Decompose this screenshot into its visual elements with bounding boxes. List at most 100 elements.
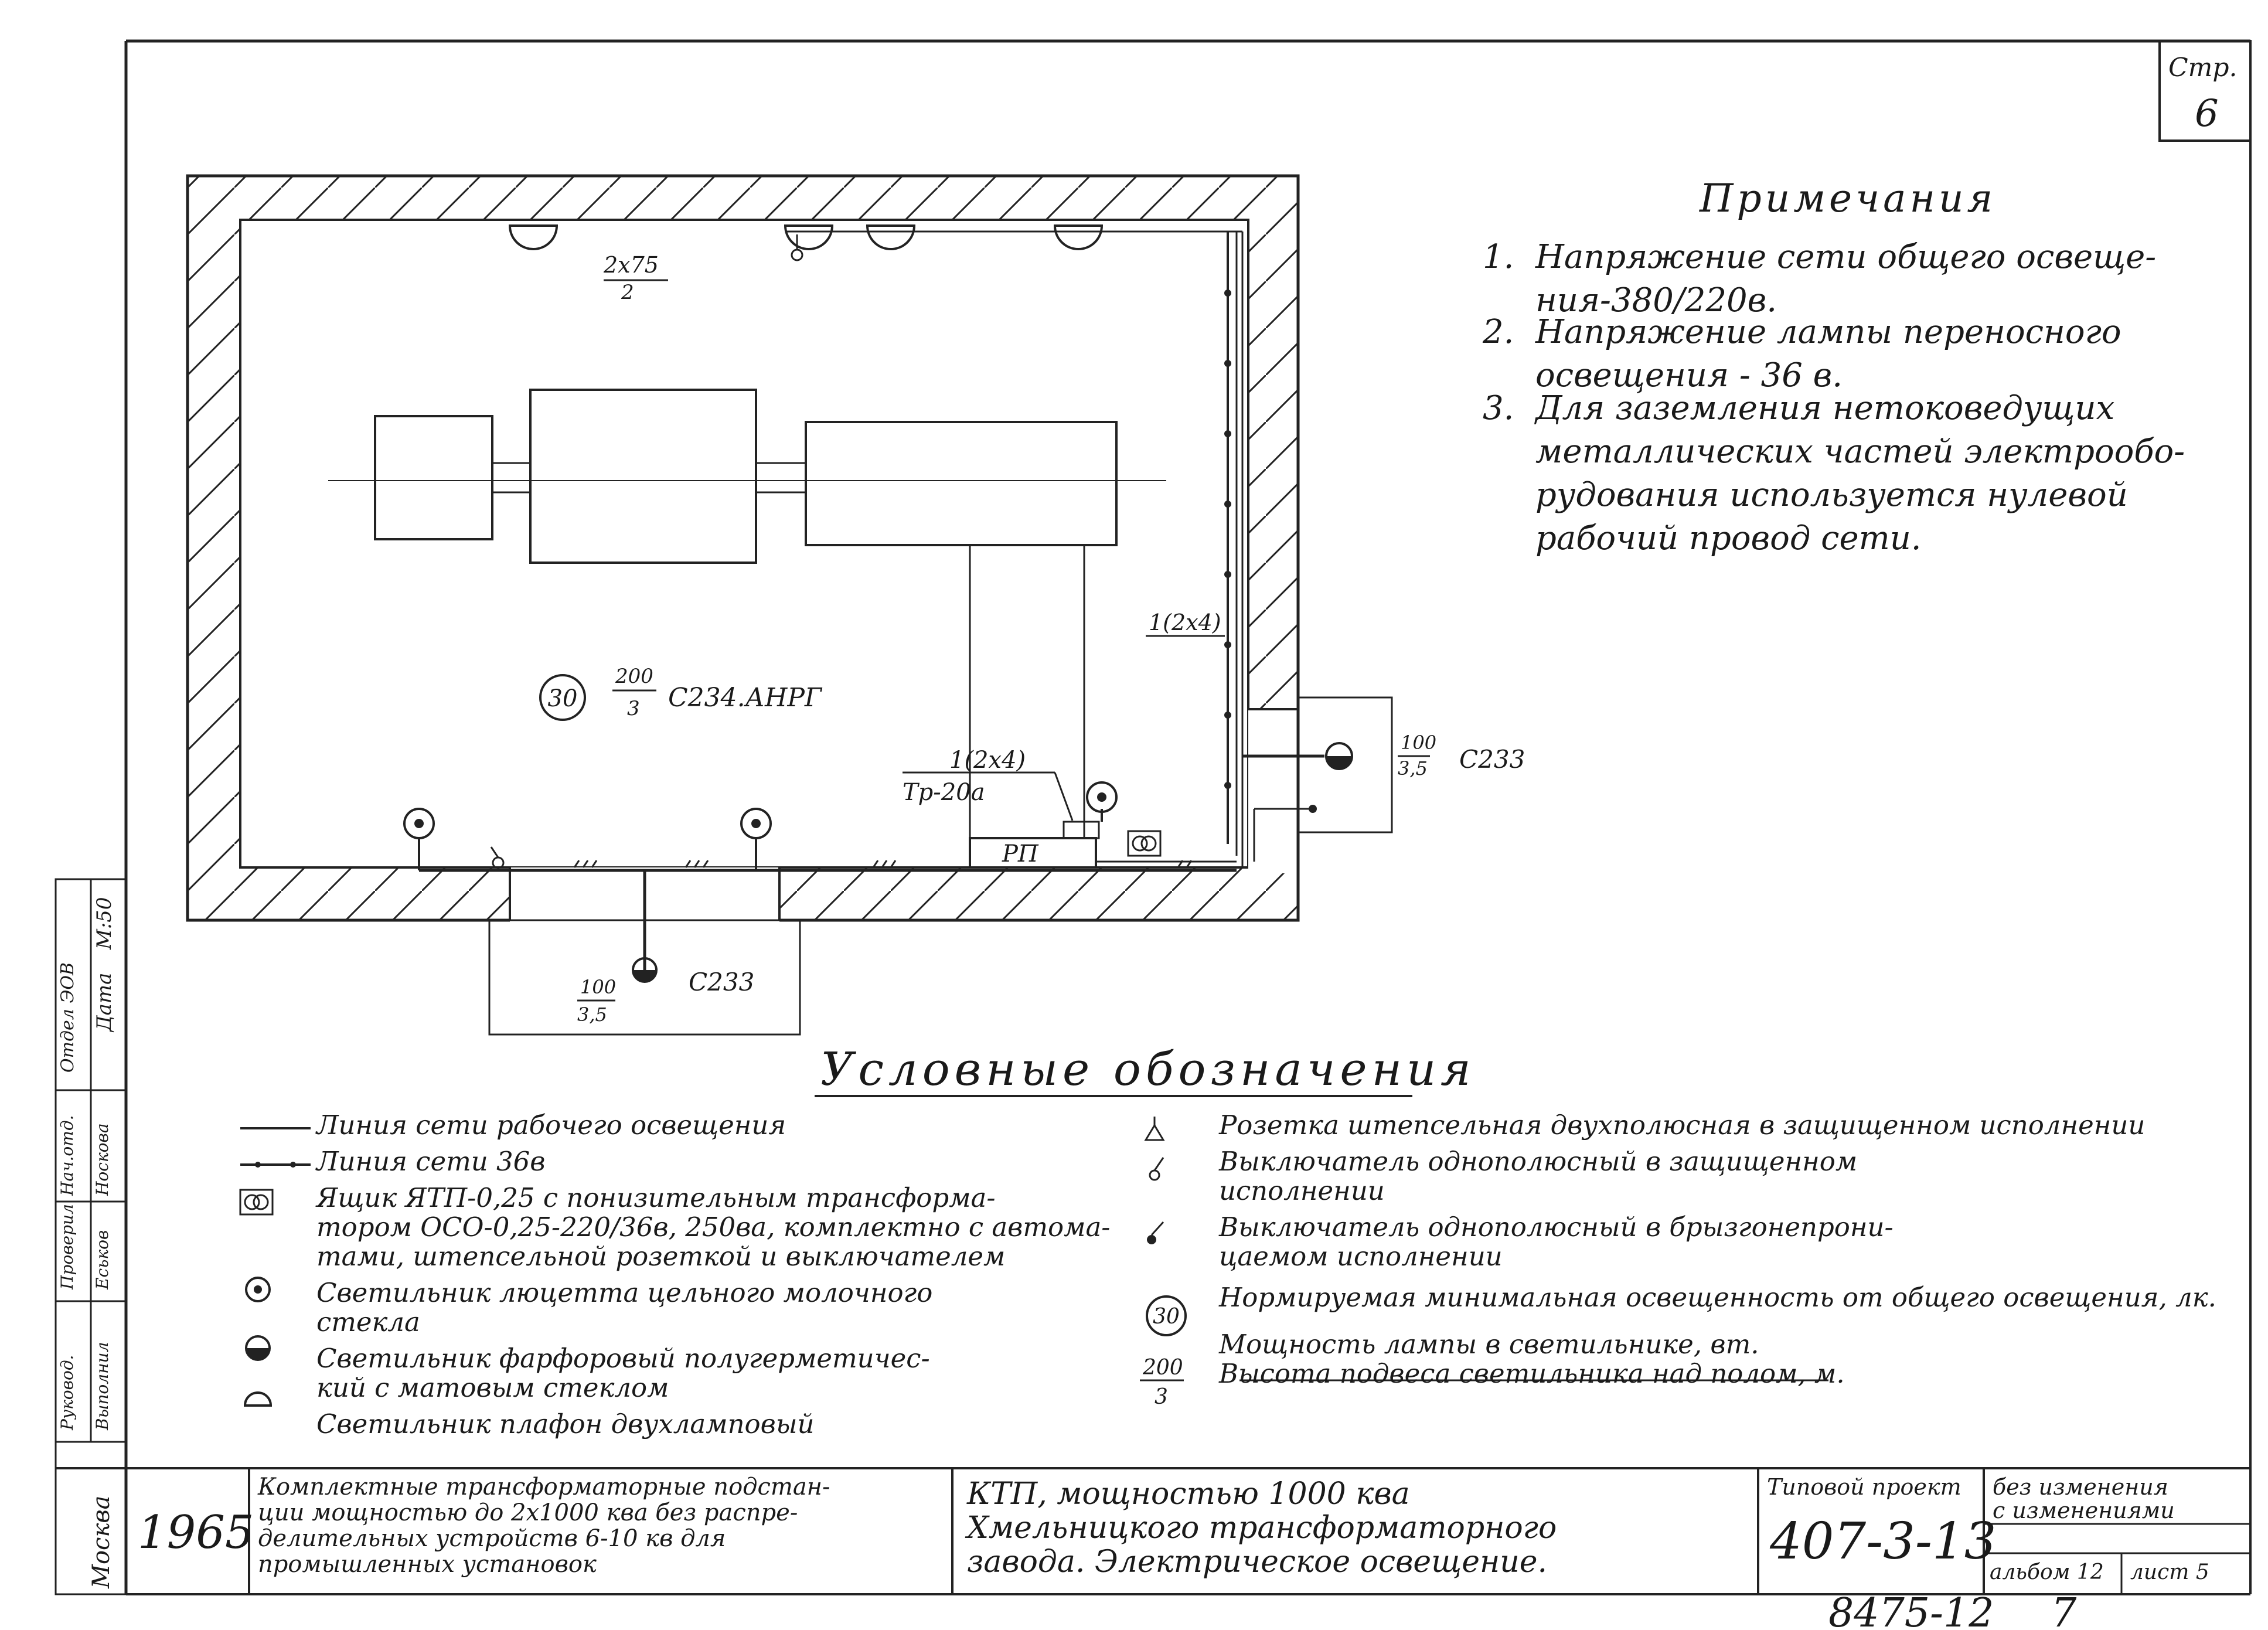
wire-center-label: 1(2х4): [949, 747, 1026, 774]
bottom-titleblock: [56, 1467, 2250, 1594]
building-walls: [186, 174, 1393, 1036]
project-number: 407-3-13: [1770, 1512, 1997, 1571]
side-cell-date: Дата: [93, 972, 116, 1032]
legend-fraction-bottom: 3: [1155, 1385, 1168, 1409]
lucetta-lamp-icon: [245, 1277, 271, 1302]
legend-item: Линия сети 36в: [234, 1147, 1113, 1176]
side-cell-city: Москва: [88, 1495, 115, 1588]
load-top-height: 2: [621, 281, 634, 304]
project-label: Типовой проект: [1767, 1474, 1961, 1500]
note-2-line-2: освещения - 36 в.: [1535, 356, 1843, 394]
title-line: КТП, мощностью 1000 ква: [967, 1476, 1410, 1512]
legend-text: Розетка штепсельная двухполюсная в защищ…: [1219, 1110, 2146, 1141]
series-line: ции мощностью до 2х1000 ква без распре-: [258, 1499, 798, 1526]
legend-item: Светильник люцетта цельного молочного ст…: [234, 1278, 1113, 1337]
legend-text: Линия сети 36в: [316, 1146, 546, 1177]
change-none: без изменения: [1993, 1474, 2168, 1500]
wiring-36v: [1224, 232, 1244, 867]
legend-item: Ящик ЯТП-0,25 с понизительным трансформа…: [234, 1183, 1113, 1271]
page-number: 6: [2195, 92, 2219, 135]
notes-title: Примечания: [1700, 176, 1997, 221]
side-cell-head: Нач.отд.: [57, 1115, 77, 1196]
legend-symbols-left: [239, 1127, 311, 1407]
legend-text: тором ОСО-0,25-220/36в, 250ва, комплектн…: [316, 1212, 1111, 1243]
legend-text: Линия сети рабочего освещения: [316, 1110, 786, 1141]
title-line: Хмельницкого трансформаторного: [967, 1510, 1557, 1546]
lamp-right-height: 3,5: [1398, 757, 1428, 780]
legend-item: Светильник плафон двухламповый: [234, 1410, 1113, 1439]
side-cell-scale: М:50: [93, 897, 116, 950]
panel-label: РП: [1002, 840, 1039, 867]
series-description: Комплектные трансформаторные подстан- ци…: [258, 1474, 830, 1577]
legend-item: Светильник фарфоровый полугерметичес- ки…: [234, 1344, 1113, 1403]
sheet-number: лист 5: [2130, 1560, 2209, 1584]
side-cell-dept: Отдел ЭОВ: [57, 962, 78, 1073]
legend-text: тами, штепсельной розеткой и выключателе…: [316, 1241, 1006, 1272]
legend-text: Светильник фарфоровый полугерметичес-: [316, 1343, 930, 1374]
ceiling-lamps: [508, 224, 1242, 261]
series-line: Комплектные трансформаторные подстан-: [258, 1474, 830, 1500]
lamp-bottom-code: С233: [689, 968, 754, 996]
drawing-title: КТП, мощностью 1000 ква Хмельницкого тра…: [967, 1477, 1557, 1579]
note-3-num: 3.: [1483, 389, 1514, 427]
legend-item: Выключатель однополюсный в брызгонепрони…: [1137, 1213, 2250, 1271]
lux-circle-legend-icon: [1146, 1295, 1187, 1336]
legend-title: Условные обозначения: [820, 1043, 1476, 1096]
side-cell-eskov: Еськов: [93, 1230, 112, 1289]
legend-text: Выключатель однополюсный в брызгонепрони…: [1219, 1212, 1894, 1243]
note-2-num: 2.: [1483, 313, 1514, 351]
legend-lux-value: 30: [1153, 1305, 1180, 1329]
note-2-line-1: Напряжение лампы переносного: [1535, 313, 2121, 351]
legend-item: Выключатель однополюсный в защищенном ис…: [1137, 1147, 2250, 1206]
transformer-box-icon: [239, 1189, 274, 1216]
note-3-line-2: металлических частей электрообо-: [1535, 433, 2185, 471]
legend-right: Розетка штепсельная двухполюсная в защищ…: [1137, 1111, 2250, 1396]
room-height: 3: [627, 697, 640, 720]
page-label: Стр.: [2168, 53, 2238, 83]
legend-text: Выключатель однополюсный в защищенном: [1219, 1146, 1858, 1177]
page-number-box: [2158, 40, 2252, 142]
note-3: 3.Для заземления нетоковедущих металличе…: [1483, 387, 2185, 560]
change-with: с изменениями: [1993, 1498, 2175, 1523]
socket-icon: [1144, 1124, 1165, 1141]
side-cell-checked: Проверил: [57, 1204, 77, 1289]
legend-text: Мощность лампы в светильнике, вт.: [1219, 1329, 1759, 1360]
note-1: 1.Напряжение сети общего освеще- ния-380…: [1483, 236, 2156, 322]
note-1-line-1: Напряжение сети общего освеще-: [1535, 238, 2157, 276]
legend-text: Светильник плафон двухламповый: [316, 1408, 815, 1440]
titleblock-year: 1965: [138, 1506, 254, 1559]
lux-circle-icon: [539, 674, 586, 721]
note-3-line-3: рудования используется нулевой: [1535, 476, 2128, 514]
legend-text: стекла: [316, 1306, 420, 1338]
legend-fraction-top: 200: [1142, 1356, 1183, 1380]
side-titleblock: [55, 878, 127, 1595]
legend-text: исполнении: [1219, 1175, 1385, 1206]
note-3-line-4: рабочий провод сети.: [1535, 519, 1922, 557]
wire-right-label: 1(2х4): [1149, 610, 1221, 635]
bottom-ref: 8475-12: [1828, 1590, 1994, 1630]
wiring-main: [403, 742, 1353, 983]
ceiling-lamp-icon: [243, 1391, 273, 1407]
series-line: промышленных установок: [258, 1551, 597, 1578]
legend-item: Мощность лампы в светильнике, вт. Высота…: [1137, 1330, 2250, 1389]
legend-item: Нормируемая минимальная освещенность от …: [1137, 1283, 2250, 1318]
legend-text: Нормируемая минимальная освещенность от …: [1219, 1282, 2216, 1313]
series-line: делительных устройств 6-10 кв для: [258, 1525, 726, 1552]
title-line: завода. Электрическое освещение.: [967, 1544, 1548, 1580]
room-power: 200: [615, 665, 653, 688]
legend-item: Линия сети рабочего освещения: [234, 1111, 1113, 1140]
lamp-right-power: 100: [1401, 731, 1436, 754]
switch-splashproof-icon: [1147, 1235, 1156, 1244]
note-2: 2. Напряжение лампы переносного освещения…: [1483, 311, 2121, 397]
side-cell-lead: Руковод.: [57, 1355, 77, 1430]
lamp-bottom-height: 3,5: [577, 1003, 607, 1026]
bottom-ref-num: 7: [2051, 1590, 2077, 1630]
room-lux: 30: [548, 685, 578, 712]
load-top-label: 2х75: [603, 252, 659, 278]
album-number: альбом 12: [1990, 1560, 2104, 1584]
legend-symbols-right: 30 200 3: [1140, 1117, 1828, 1409]
legend-text: Светильник люцетта цельного молочного: [316, 1277, 933, 1308]
legend-item: Розетка штепсельная двухполюсная в защищ…: [1137, 1111, 2250, 1140]
distribution-panel: [969, 837, 1097, 869]
